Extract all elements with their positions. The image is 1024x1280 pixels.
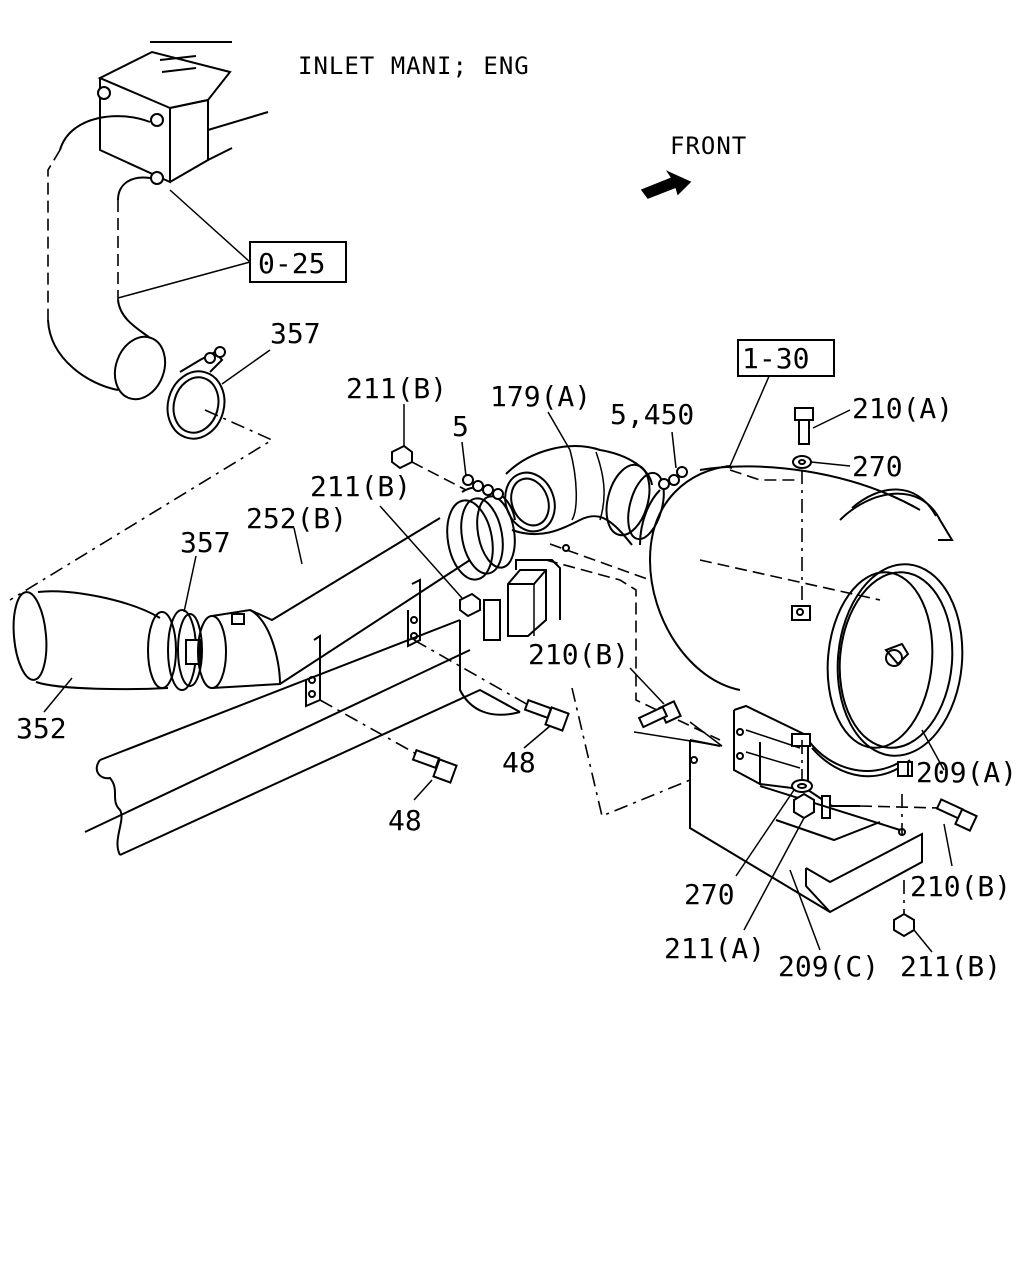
inlet-manifold: [47, 41, 269, 401]
label-5: 5: [452, 410, 469, 443]
label-209c: 209(C): [778, 950, 879, 983]
label-211b-bottom: 211(B): [900, 950, 1001, 983]
label-210a: 210(A): [852, 392, 953, 425]
header-title: INLET MANI; ENG: [298, 52, 530, 80]
bolt-210a: [794, 407, 851, 445]
frame-rail: [84, 619, 521, 856]
hose-352: [12, 590, 177, 713]
label-48-mid: 48: [502, 746, 536, 779]
label-270-bottom: 270: [684, 878, 735, 911]
ref-box-0-25: [249, 241, 347, 283]
ref-0-25: 0-25: [258, 247, 325, 280]
label-48-left: 48: [388, 804, 422, 837]
label-252b: 252(B): [246, 502, 347, 535]
bracket-209c: [689, 739, 923, 951]
clamp-357-left: [167, 555, 203, 691]
front-label: FRONT: [670, 132, 747, 160]
bolt-48-left: [319, 699, 458, 801]
bolt-210b-mid: [571, 667, 723, 818]
label-210b-mid: 210(B): [528, 638, 629, 671]
air-cleaner: [639, 373, 964, 778]
nut-211a: [743, 792, 815, 931]
label-211b-mid: 211(B): [310, 470, 411, 503]
front-arrow-icon: [640, 170, 692, 199]
nut-211b-mid: [379, 505, 481, 618]
ref-1-30: 1-30: [742, 342, 809, 375]
nut-211b-top: [391, 404, 467, 491]
bracket-209a: [733, 704, 945, 819]
label-357-top: 357: [270, 317, 321, 350]
label-357-left: 357: [180, 526, 231, 559]
nut-211b-bottom: [893, 880, 933, 953]
elbow-179a: [504, 411, 653, 546]
clamp-5: [461, 441, 516, 521]
label-209a: 209(A): [916, 756, 1017, 789]
label-179a: 179(A): [490, 380, 591, 413]
bolt-210b-right: [859, 794, 978, 867]
bolt-48-mid: [413, 639, 570, 749]
duct-252b: [197, 495, 516, 708]
washer-270-bottom: [735, 740, 813, 877]
washer-270-top: [792, 455, 851, 606]
ref-box-1-30: [737, 339, 835, 377]
label-211a: 211(A): [664, 932, 765, 965]
label-270-top: 270: [852, 450, 903, 483]
label-5-450: 5,450: [610, 398, 694, 431]
label-210b-right: 210(B): [910, 870, 1011, 903]
label-352: 352: [16, 712, 67, 745]
label-211b-top: 211(B): [346, 372, 447, 405]
clamp-357-top: [166, 346, 271, 440]
